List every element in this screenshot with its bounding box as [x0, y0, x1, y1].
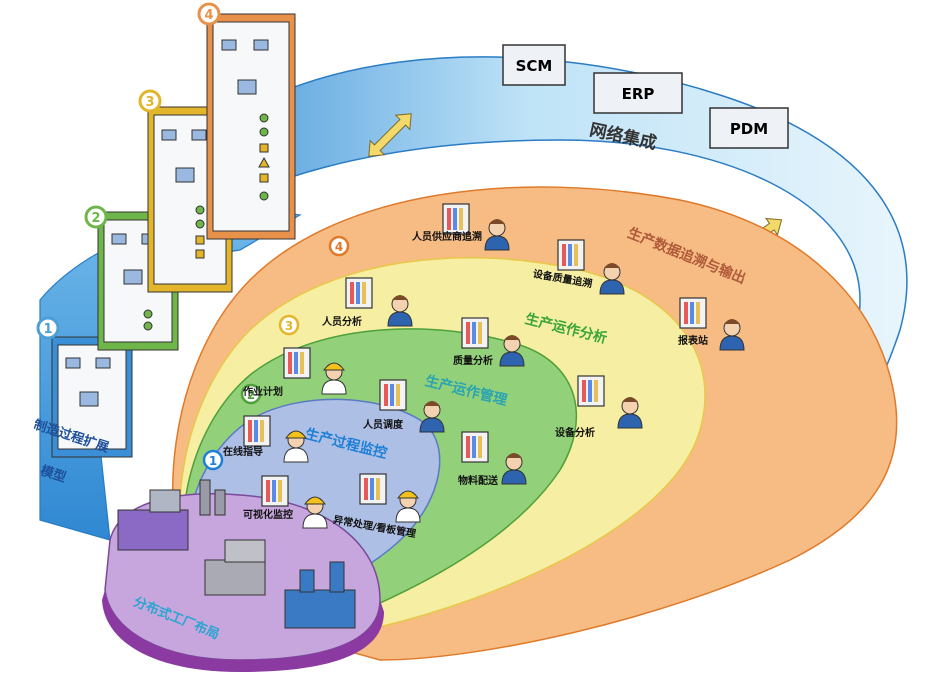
system-box-pdm: PDM — [709, 107, 789, 149]
svg-text:1: 1 — [209, 454, 217, 468]
item-report-station: 报表站 — [678, 297, 745, 351]
svg-text:3: 3 — [285, 319, 293, 333]
item-staff-dispatch: 人员调度 — [363, 379, 445, 433]
item-quality-analysis: 质量分析 — [453, 317, 525, 367]
svg-text:可视化监控: 可视化监控 — [243, 508, 293, 521]
double-arrow-top — [368, 113, 412, 157]
item-job-plan: 作业计划 — [243, 347, 347, 398]
system-label-scm: SCM — [516, 57, 553, 75]
svg-text:4: 4 — [204, 8, 213, 23]
system-label-erp: ERP — [622, 85, 655, 103]
item-supplier-trace: 人员供应商追溯 — [412, 203, 510, 251]
svg-text:质量分析: 质量分析 — [453, 354, 493, 367]
model-badge-1: 1 — [36, 316, 60, 340]
model-badge-4: 4 — [197, 2, 221, 26]
item-visual-monitoring: 可视化监控 — [243, 475, 328, 529]
item-material-delivery: 物料配送 — [458, 431, 527, 487]
svg-text:人员调度: 人员调度 — [363, 418, 404, 431]
layer-badge-3: 3 — [278, 314, 300, 336]
svg-text:设备分析: 设备分析 — [555, 426, 595, 439]
svg-text:3: 3 — [145, 95, 154, 110]
layer-badge-4: 4 — [328, 235, 350, 257]
svg-text:作业计划: 作业计划 — [243, 385, 283, 398]
system-box-scm: SCM — [502, 44, 566, 86]
layer-badge-1: 1 — [202, 449, 224, 471]
model-card-2 — [97, 211, 179, 351]
svg-text:在线指导: 在线指导 — [223, 445, 263, 458]
item-online-guidance: 在线指导 — [223, 415, 309, 463]
svg-text:2: 2 — [91, 211, 100, 226]
svg-text:人员供应商追溯: 人员供应商追溯 — [412, 230, 482, 243]
svg-text:报表站: 报表站 — [678, 334, 708, 347]
layer-badge-2: 2 — [240, 383, 262, 405]
svg-text:物料配送: 物料配送 — [458, 474, 499, 487]
item-staff-analysis: 人员分析 — [322, 277, 413, 328]
system-label-pdm: PDM — [730, 120, 768, 138]
system-box-erp: ERP — [593, 72, 683, 114]
svg-text:1: 1 — [43, 322, 52, 337]
svg-text:人员分析: 人员分析 — [322, 315, 362, 328]
item-equipment-analysis: 设备分析 — [555, 375, 643, 439]
svg-text:4: 4 — [335, 240, 343, 254]
svg-text:2: 2 — [247, 388, 255, 402]
model-badge-2: 2 — [84, 205, 108, 229]
factory-buildings — [117, 479, 356, 629]
model-card-1 — [51, 336, 133, 458]
model-label-line2: 模型 — [38, 463, 68, 486]
model-badge-3: 3 — [138, 89, 162, 113]
model-card-4 — [206, 13, 296, 240]
